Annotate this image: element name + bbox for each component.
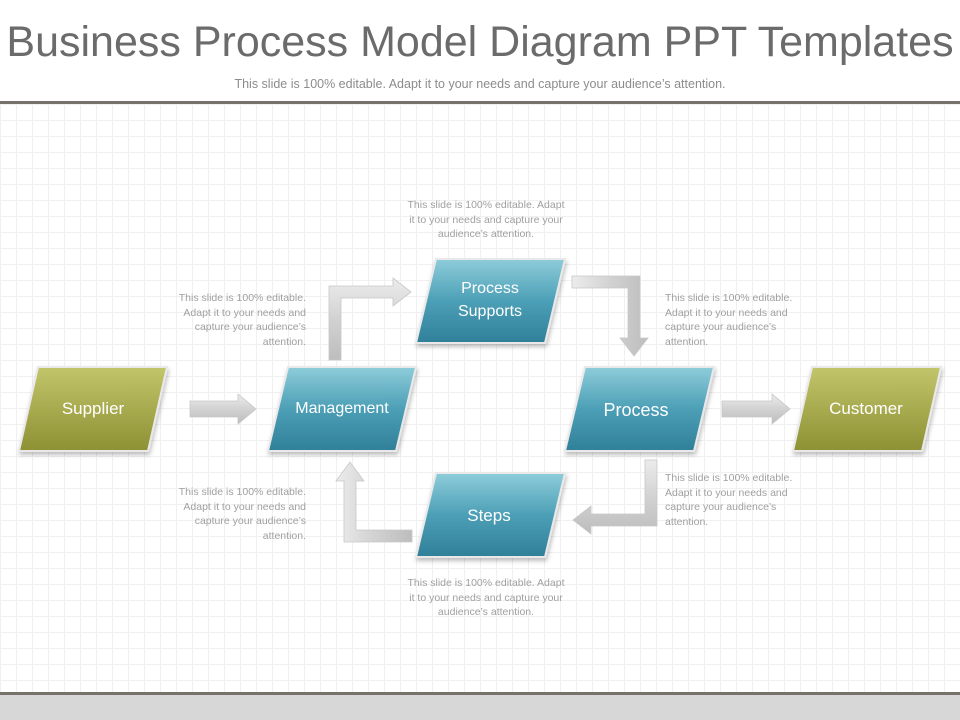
label-steps: Steps	[467, 506, 510, 525]
node-steps	[414, 472, 567, 558]
top-divider	[0, 101, 960, 104]
bottom-divider	[0, 692, 960, 695]
footer-band	[0, 695, 960, 720]
arrow-process-supports-to-process	[571, 275, 649, 357]
label-customer: Customer	[829, 399, 903, 418]
label-supplier: Supplier	[62, 399, 125, 418]
node-management	[266, 366, 418, 452]
label-management: Management	[295, 400, 389, 417]
note-lower-left: This slide is 100% editable. Adapt it to…	[178, 486, 306, 542]
arrow-process-to-customer	[721, 393, 791, 425]
node-process-supports	[414, 258, 567, 344]
arrow-management-to-process-supports	[328, 277, 412, 361]
page-title: Business Process Model Diagram PPT Templ…	[6, 18, 954, 66]
note-top: This slide is 100% editable. Adapt it to…	[407, 199, 565, 240]
page-subtitle: This slide is 100% editable. Adapt it to…	[234, 77, 726, 91]
node-supplier	[17, 366, 169, 452]
node-customer	[791, 366, 943, 452]
arrow-supplier-to-management	[189, 393, 257, 425]
note-upper-left: This slide is 100% editable. Adapt it to…	[178, 292, 306, 348]
label-process-supports-line1: Process	[461, 280, 519, 297]
note-upper-right: This slide is 100% editable. Adapt it to…	[665, 292, 793, 348]
note-lower-right: This slide is 100% editable. Adapt it to…	[665, 472, 793, 528]
node-process	[563, 366, 716, 452]
arrow-process-to-steps	[572, 459, 658, 535]
note-bottom: This slide is 100% editable. Adapt it to…	[407, 577, 565, 618]
grid-background	[0, 104, 960, 692]
label-process: Process	[603, 400, 668, 420]
arrow-steps-to-management	[335, 461, 413, 543]
label-process-supports-line2: Supports	[458, 303, 522, 320]
